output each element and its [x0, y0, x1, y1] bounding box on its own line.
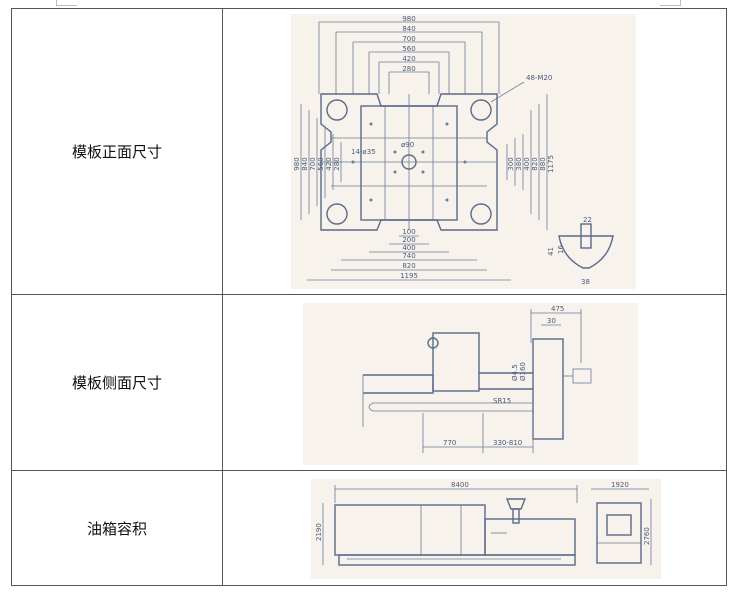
dim-bottom-1: 200: [402, 236, 415, 244]
side-dim-bottom-0: 770: [443, 439, 456, 447]
holes-label: 14-ø35: [351, 148, 376, 156]
dim-right-4: 880: [539, 157, 547, 170]
dim-bottom-3: 740: [402, 252, 415, 260]
center-hole-label: ø90: [401, 141, 414, 149]
dim-right-5: 1175: [547, 155, 555, 173]
drawing-cell-oil-tank: 8400 2190 1920 2760: [222, 470, 727, 586]
dim-bottom-0: 100: [402, 228, 415, 236]
dim-top-3: 560: [402, 45, 415, 53]
row-label-cell: 油箱容积: [11, 470, 223, 586]
tank-width: 1920: [611, 481, 629, 489]
detail-dim-0: 22: [583, 216, 592, 224]
oil-tank-drawing: 8400 2190 1920 2760: [311, 479, 661, 579]
dim-bottom-5: 1195: [400, 272, 418, 280]
detail-dim-2: 16: [557, 245, 565, 254]
dim-bottom-2: 400: [402, 244, 415, 252]
side-dim-bottom-1: 330-810: [493, 439, 522, 447]
oil-tank-svg: 8400 2190 1920 2760: [315, 481, 652, 566]
thread-label: 48-M20: [526, 74, 552, 82]
mold-side-drawing: 475 30: [303, 303, 638, 465]
row-label-mold-side: 模板侧面尺寸: [71, 374, 162, 392]
side-dia-1: Ø160: [519, 362, 527, 381]
tank-height: 2190: [315, 523, 323, 541]
row-label-cell: 模板正面尺寸: [11, 8, 223, 295]
dim-left-1: 840: [301, 157, 309, 170]
side-radius: SR15: [493, 397, 511, 405]
dim-top-5: 280: [402, 65, 415, 73]
row-label-mold-front: 模板正面尺寸: [71, 143, 162, 161]
drawing-cell-mold-side: 475 30: [222, 294, 727, 471]
dim-top-4: 420: [402, 55, 415, 63]
row-label-cell: 模板侧面尺寸: [11, 294, 223, 471]
dim-left-4: 420: [325, 157, 333, 170]
dim-left-2: 700: [309, 157, 317, 170]
drawing-cell-mold-front: 980 840 700 560 420 280: [222, 8, 727, 295]
detail-dim-1: 41: [547, 247, 555, 256]
dim-left-0: 980: [293, 157, 301, 170]
side-dim-top-0: 475: [551, 305, 564, 313]
side-dia-0: Ø4.5: [511, 364, 519, 381]
mold-front-drawing: 980 840 700 560 420 280: [291, 14, 636, 289]
mold-front-svg: 980 840 700 560 420 280: [293, 15, 614, 286]
dim-right-1: 380: [515, 157, 523, 170]
page-corner-mark-left: [56, 0, 77, 6]
dim-left-5: 280: [333, 157, 341, 170]
dim-left-3: 560: [317, 157, 325, 170]
dim-top-0: 980: [402, 15, 415, 23]
spec-table: 模板正面尺寸 980 840 700 560: [11, 8, 727, 586]
detail-dim-3: 38: [581, 278, 590, 286]
tank-total-height: 2760: [643, 527, 651, 545]
dim-bottom-4: 820: [402, 262, 415, 270]
dim-top-2: 700: [402, 35, 415, 43]
tank-length: 8400: [451, 481, 469, 489]
page-corner-mark-right: [660, 0, 681, 6]
dim-top-1: 840: [402, 25, 415, 33]
dim-right-0: 300: [507, 157, 515, 170]
dim-right-2: 400: [523, 157, 531, 170]
mold-side-svg: 475 30: [362, 305, 592, 453]
side-dim-top-1: 30: [547, 317, 556, 325]
dim-right-3: 820: [531, 157, 539, 170]
row-label-oil-tank: 油箱容积: [86, 519, 147, 538]
